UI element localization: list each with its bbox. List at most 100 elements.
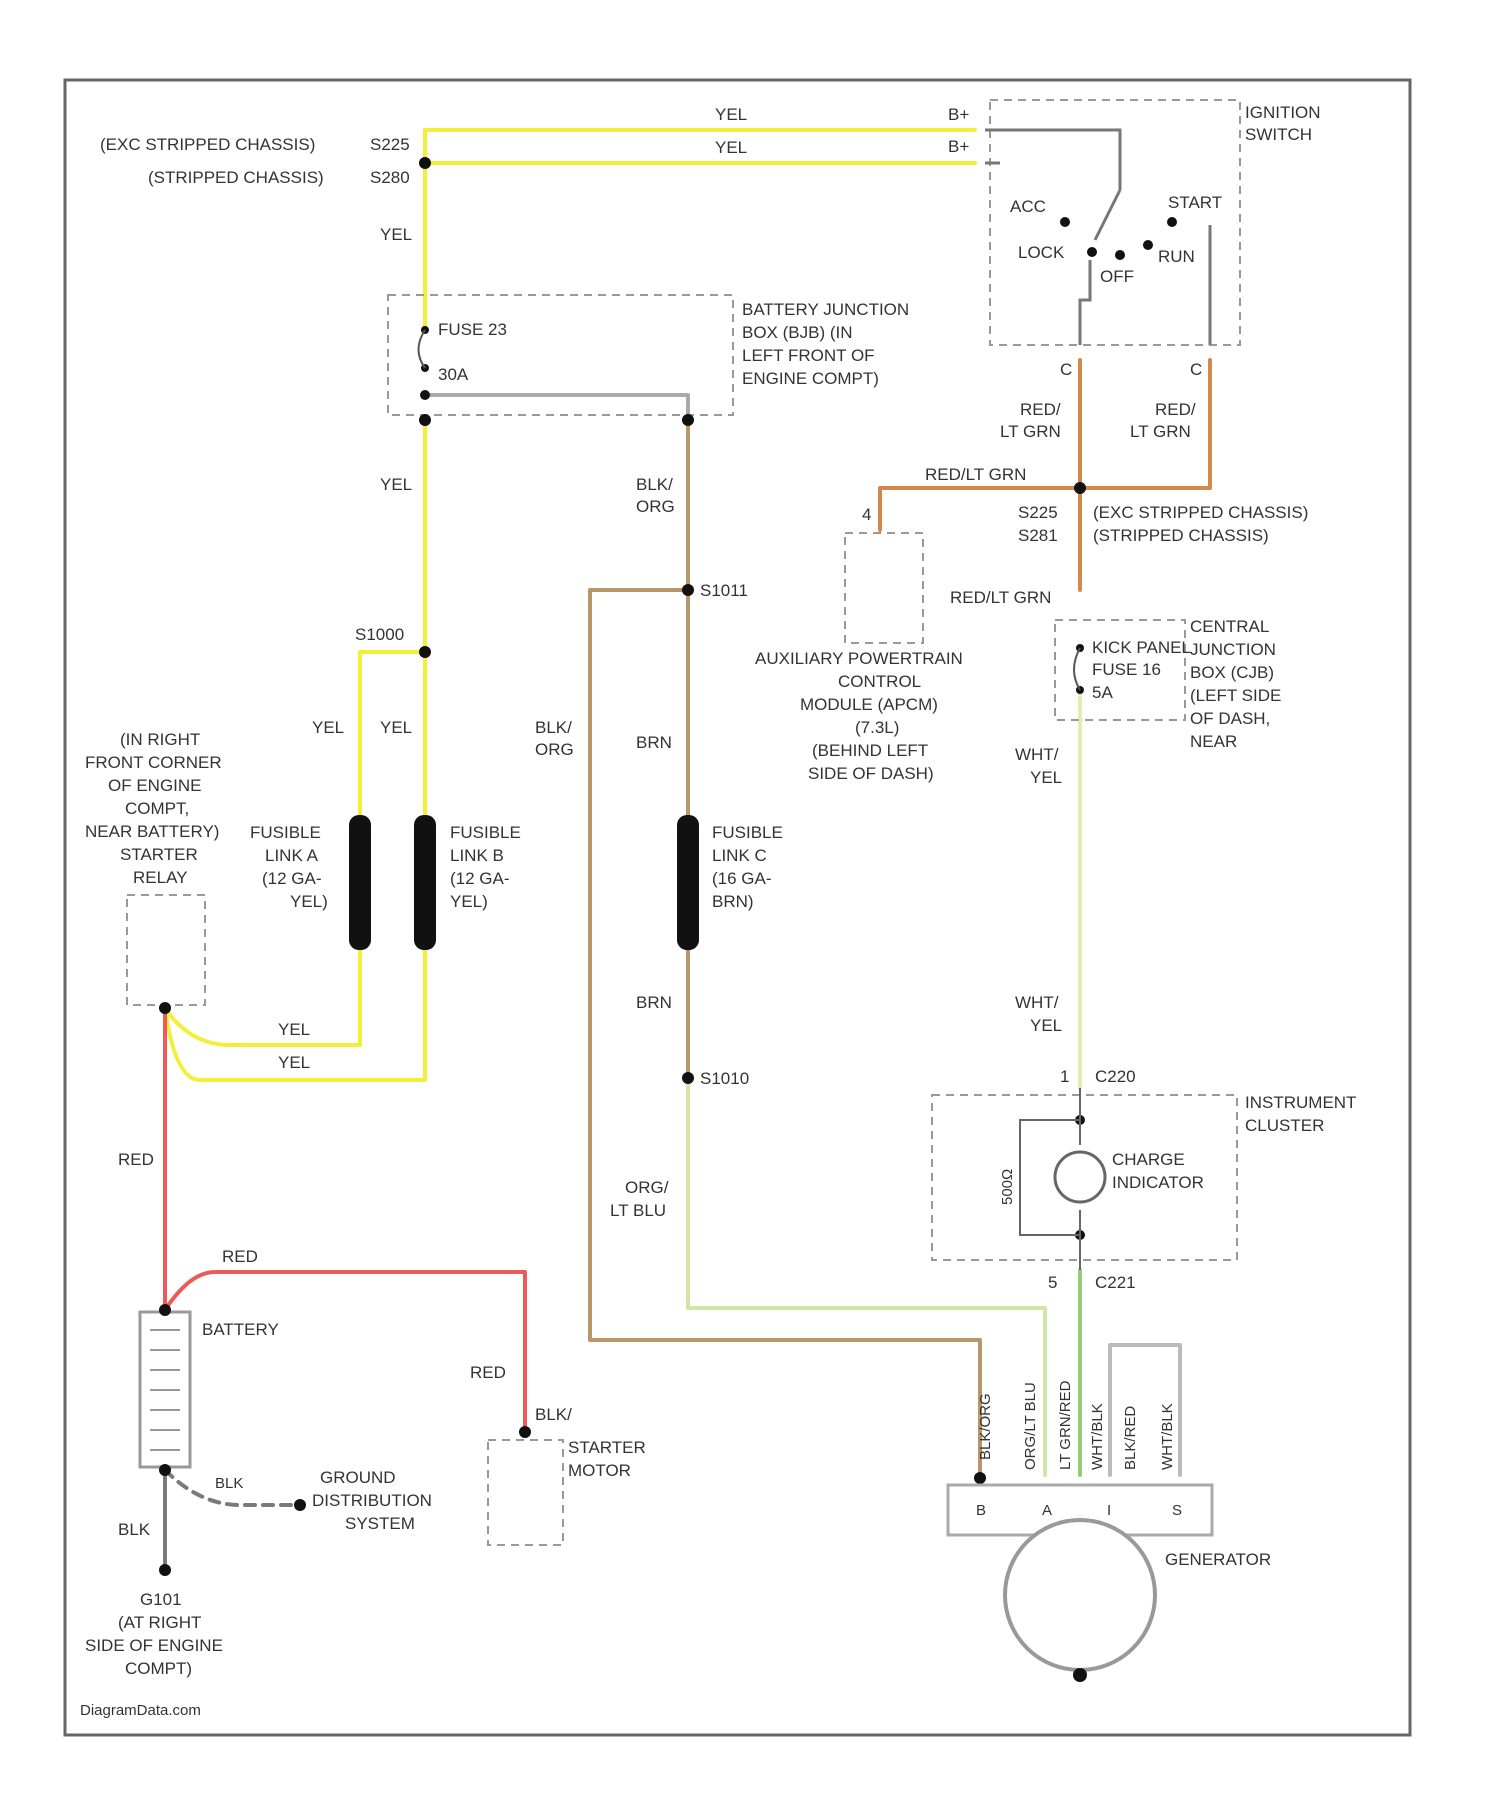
ignition-pinout-2: C — [1190, 360, 1202, 379]
cjb-kick: KICK PANEL — [1092, 638, 1191, 657]
watermark: DiagramData.com — [80, 1702, 201, 1719]
bjb-dot-3 — [420, 390, 430, 400]
battery-title: BATTERY — [202, 1320, 279, 1339]
fusible-link-b-1: FUSIBLE — [450, 823, 521, 842]
starter-relay-title-2: FRONT CORNER — [85, 753, 222, 772]
splice-dot-s1010 — [682, 1072, 694, 1084]
wire-bjb-internal — [425, 395, 688, 420]
ignition-pos-acc: ACC — [1010, 197, 1046, 216]
apcm-title-2: CONTROL — [838, 672, 921, 691]
fusible-link-b-3: (12 GA- — [450, 869, 510, 888]
battery-terminal-neg — [159, 1464, 171, 1476]
generator-title: GENERATOR — [1165, 1550, 1271, 1569]
wire-label-wht-yel-2a: WHT/ — [1015, 993, 1059, 1012]
splice-stripped-id: S280 — [370, 168, 410, 187]
fusible-link-a — [349, 815, 371, 950]
ignition-contact-acc — [1060, 217, 1070, 227]
cjb-title-6: NEAR — [1190, 732, 1237, 751]
mid-splice-s225: S225 — [1018, 503, 1058, 522]
wire-label-blk-org-1a: BLK/ — [636, 475, 673, 494]
ignition-switch-title-1: IGNITION — [1245, 103, 1321, 122]
starter-relay-title-1: (IN RIGHT — [120, 730, 200, 749]
splice-exc-label: (EXC STRIPPED CHASSIS) — [100, 135, 315, 154]
ignition-pos-run: RUN — [1158, 247, 1195, 266]
ignition-contact-off — [1115, 250, 1125, 260]
fusible-link-a-2: LINK A — [265, 846, 319, 865]
starter-relay-title-6: STARTER — [120, 845, 198, 864]
wire-label-blk: BLK — [118, 1520, 151, 1539]
wire-label-brn-1: BRN — [636, 733, 672, 752]
wire-label-org-ltblu-a: ORG/ — [625, 1178, 669, 1197]
ground-title-2: (AT RIGHT — [118, 1613, 201, 1632]
cluster-title-1: INSTRUMENT — [1245, 1093, 1356, 1112]
starter-motor-title-1: STARTER — [568, 1438, 646, 1457]
ignition-switch-title-2: SWITCH — [1245, 125, 1312, 144]
cjb-fuse: FUSE 16 — [1092, 660, 1161, 679]
bjb-title-2: BOX (BJB) (IN — [742, 323, 853, 342]
mid-splice-stripped: (STRIPPED CHASSIS) — [1093, 526, 1269, 545]
wire-blk-org-generator — [590, 590, 980, 1475]
fusible-link-b — [414, 815, 436, 950]
starter-motor-box — [488, 1440, 563, 1545]
gen-terminal-s: S — [1172, 1502, 1182, 1519]
starter-relay-title-4: COMPT, — [125, 799, 189, 818]
fusible-link-a-1: FUSIBLE — [250, 823, 321, 842]
bjb-dot-4 — [419, 414, 431, 426]
fusible-link-c-3: (16 GA- — [712, 869, 772, 888]
splice-s1010: S1010 — [700, 1069, 749, 1088]
ground-title-4: COMPT) — [125, 1659, 192, 1678]
ignition-pin-b1: B+ — [948, 105, 969, 124]
starter-relay-box — [127, 895, 205, 1005]
bjb-title-3: LEFT FRONT OF — [742, 346, 875, 365]
fusible-link-a-4: YEL) — [290, 892, 328, 911]
apcm-title-5: (BEHIND LEFT — [812, 741, 928, 760]
wire-label-brn-2: BRN — [636, 993, 672, 1012]
apcm-box — [845, 533, 923, 643]
gen-terminal-i: I — [1107, 1502, 1111, 1519]
mid-splice-s281: S281 — [1018, 526, 1058, 545]
gen-wire-3: LT GRN/RED — [1057, 1380, 1074, 1470]
bjb-title-1: BATTERY JUNCTION — [742, 300, 909, 319]
wire-label-wht-yel-2b: YEL — [1030, 1016, 1062, 1035]
wire-red-battery-starter — [165, 1272, 525, 1430]
cluster-title-2: CLUSTER — [1245, 1116, 1324, 1135]
generator-wire-labels: BLK/ORG ORG/LT BLU LT GRN/RED WHT/BLK BL… — [977, 1380, 1176, 1470]
wire-label-yel-b: YEL — [380, 718, 412, 737]
wire-label-wht-yel-1b: YEL — [1030, 768, 1062, 787]
splice-stripped-label: (STRIPPED CHASSIS) — [148, 168, 324, 187]
wire-label-org-ltblu-b: LT BLU — [610, 1201, 666, 1220]
wire-label-red-ltgrn-2b: LT GRN — [1130, 422, 1191, 441]
wire-yel-link-a-relay — [165, 950, 360, 1045]
fusible-link-c — [677, 815, 699, 950]
ignition-contact-run — [1143, 240, 1153, 250]
generator-ground-dot — [1073, 1668, 1087, 1682]
wire-label-red-2: RED — [222, 1247, 258, 1266]
ignition-contact-start — [1167, 217, 1177, 227]
ignition-contact-lock — [1087, 247, 1097, 257]
ground-dist-title-2: DISTRIBUTION — [312, 1491, 432, 1510]
ignition-pos-start: START — [1168, 193, 1222, 212]
wire-label-blk-org-1b: ORG — [636, 497, 675, 516]
generator-circle — [1005, 1520, 1155, 1670]
cluster-conn-top: C220 — [1095, 1067, 1136, 1086]
ground-dist-dot — [294, 1499, 306, 1511]
cluster-indicator-1: CHARGE — [1112, 1150, 1185, 1169]
fusible-link-c-1: FUSIBLE — [712, 823, 783, 842]
starter-relay-terminal — [159, 1002, 171, 1014]
ignition-pin-b2: B+ — [948, 137, 969, 156]
gen-terminal-b: B — [976, 1502, 986, 1519]
wire-label-blk-short: BLK — [215, 1475, 243, 1492]
starter-relay-title-7: RELAY — [133, 868, 188, 887]
bjb-amps-label: 30A — [438, 365, 469, 384]
gen-wire-4: WHT/BLK — [1089, 1403, 1106, 1470]
wire-label-yel-vertical: YEL — [380, 225, 412, 244]
gen-terminal-a: A — [1042, 1502, 1052, 1519]
cjb-title-4: (LEFT SIDE — [1190, 686, 1281, 705]
starter-relay-title-5: NEAR BATTERY) — [85, 822, 219, 841]
gen-wire-1: BLK/ORG — [977, 1393, 994, 1460]
splice-dot-s225 — [419, 157, 431, 169]
wire-label-red-3: RED — [470, 1363, 506, 1382]
wire-label-blk-org-3a: BLK/ — [535, 1405, 572, 1424]
apcm-title-1: AUXILIARY POWERTRAIN — [755, 649, 963, 668]
